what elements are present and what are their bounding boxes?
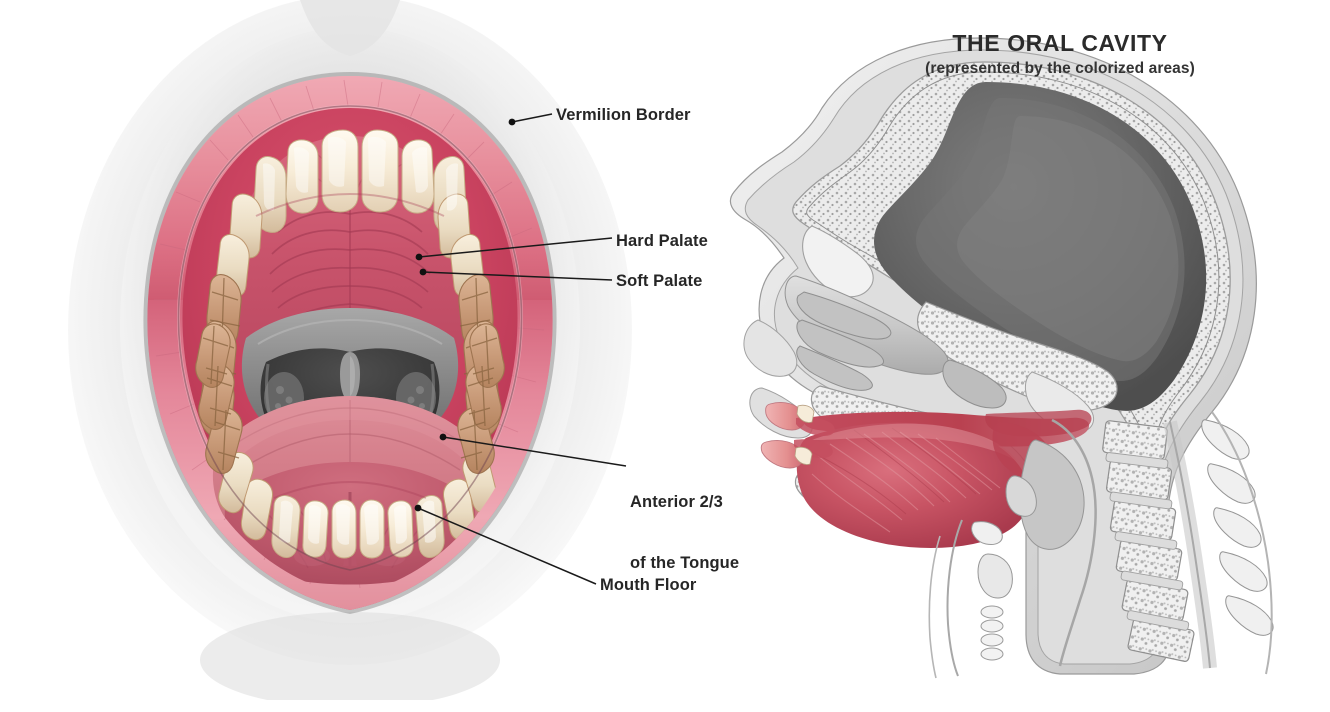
colorized-oral-cavity [760, 402, 1092, 548]
label-hard-palate: Hard Palate [616, 232, 708, 250]
hyoid-bone [971, 521, 1003, 545]
inner-lip-outline [177, 105, 523, 571]
label-mouth-floor: Mouth Floor [600, 576, 697, 594]
anterior-oral-cavity-illustration [68, 0, 632, 700]
nasal-cavity-turbinates [784, 275, 1007, 409]
figure-title-block: THE ORAL CAVITY (represented by the colo… [830, 30, 1290, 78]
figure-title: THE ORAL CAVITY [952, 30, 1168, 56]
sagittal-upper-lip [765, 402, 806, 431]
label-anterior-tongue: Anterior 2/3 of the Tongue [630, 452, 739, 613]
sagittal-head-section-illustration [729, 37, 1274, 679]
gingiva-margins [255, 192, 445, 499]
label-anterior-tongue-line1: Anterior 2/3 [630, 493, 723, 512]
sagittal-teeth [794, 404, 815, 465]
label-anterior-tongue-line2: of the Tongue [630, 553, 740, 572]
label-vermilion-border: Vermilion Border [556, 106, 691, 124]
pharynx-larynx [971, 418, 1097, 667]
trachea-rings [980, 605, 1004, 661]
neck-contour [928, 519, 963, 679]
sagittal-tongue [796, 422, 1030, 548]
cervical-spine [1102, 411, 1274, 675]
thyroid-cartilage [977, 553, 1013, 599]
figure-subtitle: (represented by the colorized areas) [925, 60, 1195, 78]
label-soft-palate: Soft Palate [616, 272, 703, 290]
epiglottis [1005, 475, 1037, 517]
